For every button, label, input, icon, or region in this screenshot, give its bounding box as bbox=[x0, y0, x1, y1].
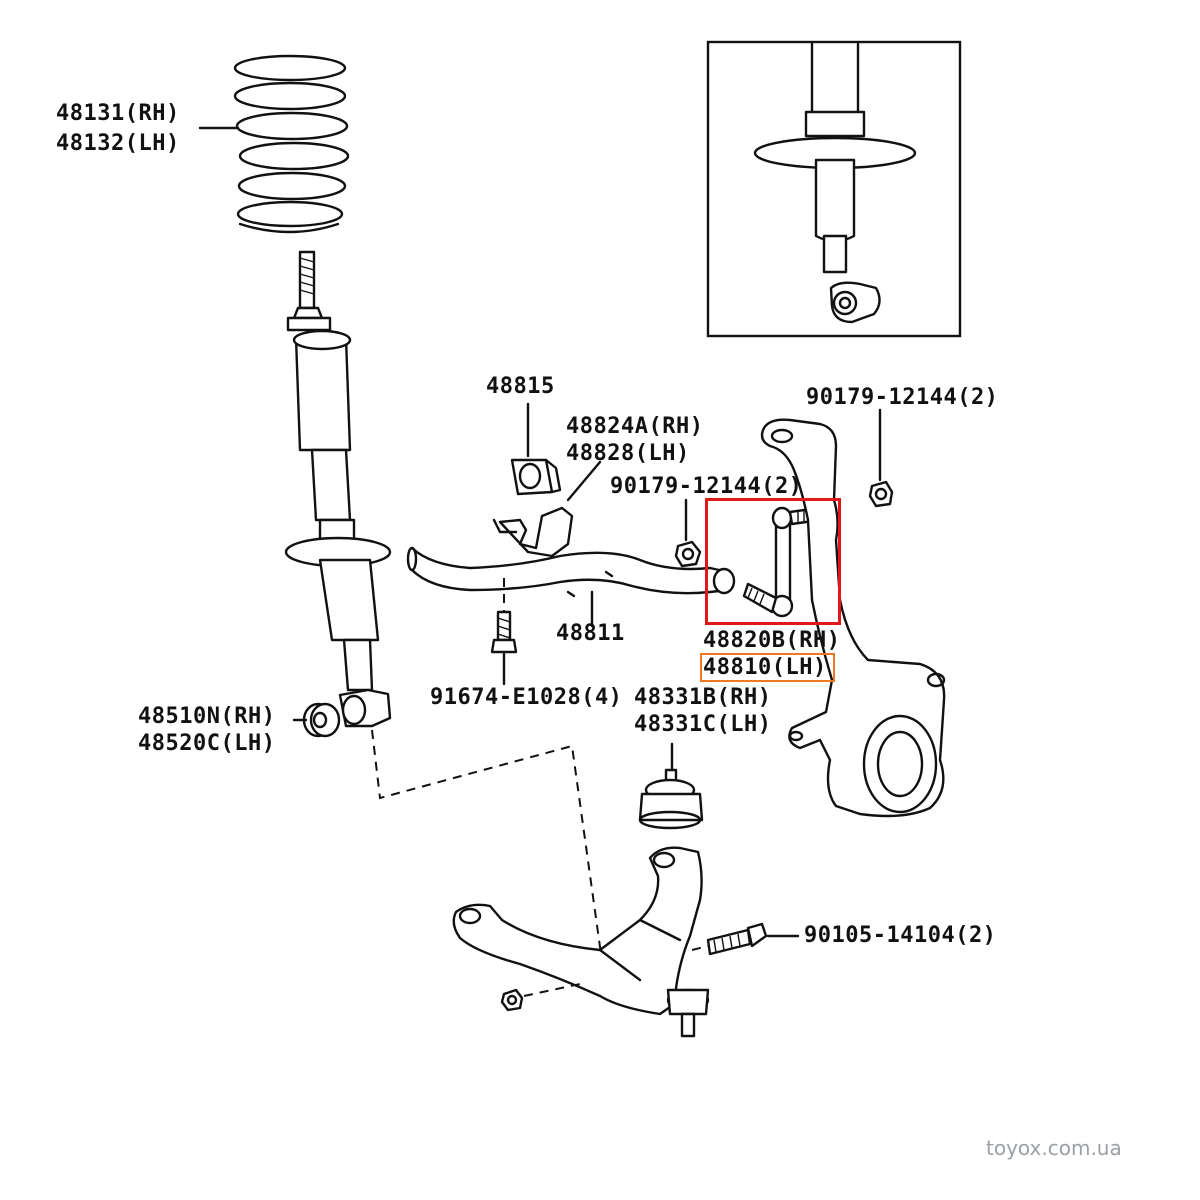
label-strut-bushing-lh[interactable]: 48520C(LH) bbox=[138, 731, 276, 756]
label-48815[interactable]: 48815 bbox=[486, 374, 555, 399]
watermark: toyox.com.ua bbox=[986, 1136, 1122, 1160]
label-strut-bushing-rh[interactable]: 48510N(RH) bbox=[138, 704, 276, 729]
dashed-strut-to-arm bbox=[371, 729, 607, 991]
strut-assembly bbox=[284, 250, 392, 728]
label-spring-lh[interactable]: 48132(LH) bbox=[56, 131, 180, 156]
label-stabilizer-bar[interactable]: 48811 bbox=[556, 621, 625, 646]
strut-bushing bbox=[302, 702, 341, 738]
leader-48824 bbox=[566, 460, 602, 502]
dashed-arm-bolt bbox=[691, 945, 709, 951]
stabilizer-bracket bbox=[492, 506, 574, 558]
dashed-arm-nut bbox=[523, 983, 581, 997]
arm-nut bbox=[500, 988, 524, 1012]
label-bracket-lh[interactable]: 48828(LH) bbox=[566, 441, 690, 466]
label-arm-bolt[interactable]: 90105-14104(2) bbox=[804, 923, 997, 948]
steering-knuckle bbox=[760, 418, 946, 818]
label-spring-rh[interactable]: 48131(RH) bbox=[56, 101, 180, 126]
ball-joint bbox=[638, 768, 704, 830]
bracket-bolt bbox=[490, 610, 518, 654]
highlight-link-box bbox=[705, 498, 841, 625]
label-nut-link[interactable]: 90179-12144(2) bbox=[610, 474, 803, 499]
label-nut-knuckle[interactable]: 90179-12144(2) bbox=[806, 385, 999, 410]
coil-spring bbox=[233, 54, 350, 234]
label-link-lh[interactable]: 48810(LH) bbox=[703, 655, 827, 680]
stabilizer-link bbox=[742, 506, 822, 618]
stabilizer-bar bbox=[406, 546, 736, 598]
label-bracket-bolt[interactable]: 91674-E1028(4) bbox=[430, 685, 623, 710]
label-bracket-rh[interactable]: 48824A(RH) bbox=[566, 414, 704, 439]
knuckle-nut bbox=[868, 480, 894, 508]
label-link-rh[interactable]: 48820B(RH) bbox=[703, 628, 841, 653]
link-nut bbox=[674, 540, 702, 568]
stabilizer-bushing bbox=[510, 458, 562, 496]
label-balljoint-rh[interactable]: 48331B(RH) bbox=[634, 685, 772, 710]
inset-shock-detail bbox=[706, 40, 962, 338]
highlight-link-label bbox=[700, 653, 835, 682]
lower-control-arm bbox=[452, 846, 710, 1038]
arm-bolt bbox=[706, 922, 768, 956]
label-balljoint-lh[interactable]: 48331C(LH) bbox=[634, 712, 772, 737]
